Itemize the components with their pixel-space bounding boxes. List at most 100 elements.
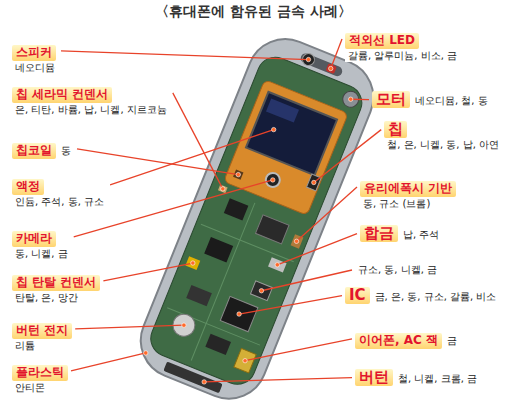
part-callout: 모터네오디뮴, 철, 동 <box>372 90 491 108</box>
part-name: 합금 <box>360 225 398 242</box>
leader-dot <box>275 263 279 267</box>
part-callout: 칩 세라믹 컨덴서은, 티탄, 바륨, 납, 니켈, 지르코늄 <box>12 84 170 116</box>
leader-line <box>331 39 342 69</box>
part-callout: 플라스틱안티몬 <box>12 362 68 394</box>
metal-list: 탄탈, 은, 망간 <box>12 291 100 305</box>
part-callout: 유리에폭시 기반동, 규소 (브롬) <box>360 178 456 210</box>
chip-part <box>307 174 322 191</box>
leader-dot <box>348 97 352 101</box>
metal-list: 리튬 <box>12 339 72 353</box>
part-name: 액정 <box>12 179 44 195</box>
leader-line <box>351 99 369 101</box>
part-name: 이어폰, AC 잭 <box>355 333 442 349</box>
leader-dot <box>202 380 206 384</box>
metal-list: 납, 주석 <box>400 228 442 242</box>
leader-line <box>245 339 352 361</box>
circuit-board <box>145 52 367 390</box>
part-name: 칩 <box>384 121 407 138</box>
leader-dot <box>271 178 275 182</box>
leader-dot <box>237 312 241 316</box>
tantalum-capacitor-part <box>185 256 200 270</box>
part-callout: 버턴철, 니켈, 크롬, 금 <box>355 368 480 386</box>
part-callout: 카메라동, 니켈, 금 <box>12 228 71 260</box>
chip-part <box>256 215 289 244</box>
part-callout: 칩철, 은, 니켈, 동, 납, 아연 <box>384 120 502 152</box>
earphone-jack <box>234 348 256 373</box>
part-name: 모터 <box>372 91 410 108</box>
part-callout: 이어폰, AC 잭금 <box>355 330 460 349</box>
part-name: 적외선 LED <box>345 33 419 49</box>
metal-list: 네오디뮴 <box>12 61 58 75</box>
part-name: 칩 탄탈 컨덴서 <box>12 275 100 291</box>
part-name: 플라스틱 <box>12 365 68 381</box>
leader-dot <box>306 57 310 61</box>
part-name: 스피커 <box>12 45 56 61</box>
metal-list: 은, 티탄, 바륨, 납, 니켈, 지르코늄 <box>12 103 170 117</box>
chip-part <box>186 285 212 306</box>
part-name: 칩코일 <box>12 143 56 159</box>
ic-part <box>220 296 258 331</box>
top-slot <box>299 52 344 78</box>
part-callout: 적외선 LED갈륨, 알루미늄, 비소, 금 <box>345 30 460 62</box>
metal-list: 금, 은, 동, 규소, 갈륨, 비소 <box>372 290 500 304</box>
leader-dot <box>259 289 263 293</box>
part-name: 카메라 <box>12 231 56 247</box>
metal-list: 철, 니켈, 크롬, 금 <box>395 372 480 386</box>
leader-dot <box>329 66 333 70</box>
metal-list: 인듐, 주석, 동, 규소 <box>12 195 107 209</box>
part-name: IC <box>345 287 370 304</box>
leader-line <box>110 130 274 185</box>
ceramic-capacitor-part <box>218 185 228 194</box>
leader-line <box>61 51 308 60</box>
chip-part <box>224 198 249 220</box>
phone-housing <box>129 28 384 408</box>
metal-list-label: 규소, 동, 니켈, 금 <box>355 262 440 278</box>
leader-line <box>314 130 381 183</box>
chip-part <box>250 281 272 301</box>
metal-list: 금 <box>444 334 460 348</box>
leader-dot <box>243 359 247 363</box>
leader-dot <box>182 323 186 327</box>
leader-line <box>173 93 223 189</box>
leader-dot <box>221 187 225 191</box>
phone-body-group <box>129 28 384 408</box>
leader-line <box>77 149 238 175</box>
lcd-panel <box>246 92 337 175</box>
leader-dot <box>272 127 276 131</box>
leader-dot <box>144 351 148 355</box>
metal-list: 네오디뮴, 철, 동 <box>412 94 491 108</box>
diagram-title: 〈휴대폰에 함유된 금속 사례〉 <box>155 3 352 21</box>
bottom-connector <box>163 362 222 394</box>
part-callout: 액정인듐, 주석, 동, 규소 <box>12 176 107 208</box>
leader-line <box>239 296 342 314</box>
part-name: 유리에폭시 기반 <box>360 181 456 197</box>
part-name: 칩 세라믹 컨덴서 <box>12 87 112 103</box>
leader-line <box>261 270 352 291</box>
metal-list: 동, 규소 (브롬) <box>360 197 456 211</box>
part-callout: 칩 탄탈 컨덴서탄탈, 은, 망간 <box>12 272 100 304</box>
metal-list: 갈륨, 알루미늄, 비소, 금 <box>345 49 460 63</box>
leader-line <box>277 234 357 265</box>
alloy-solder <box>268 257 287 272</box>
leader-line <box>204 378 352 382</box>
leader-line <box>71 353 146 371</box>
part-callout: 칩코일동 <box>12 140 74 159</box>
leader-line <box>74 180 273 237</box>
ir-led-part <box>326 63 337 74</box>
metal-list: 안티몬 <box>12 381 68 395</box>
metal-list: 철, 은, 니켈, 동, 납, 아연 <box>384 138 502 152</box>
leader-dot <box>191 261 195 265</box>
chip-part <box>205 334 231 355</box>
leader-line <box>75 325 184 329</box>
part-callout: 스피커네오디뮴 <box>12 42 58 74</box>
board-trace <box>191 203 255 361</box>
part-callout: 합금납, 주석 <box>360 224 442 242</box>
leader-line <box>103 263 192 281</box>
part-name: 버턴 <box>355 369 393 386</box>
leader-line <box>297 187 357 241</box>
leader-dot <box>236 172 240 176</box>
camera-part <box>264 171 282 189</box>
chip-part <box>204 237 233 263</box>
part-name: 버턴 전지 <box>12 323 72 339</box>
